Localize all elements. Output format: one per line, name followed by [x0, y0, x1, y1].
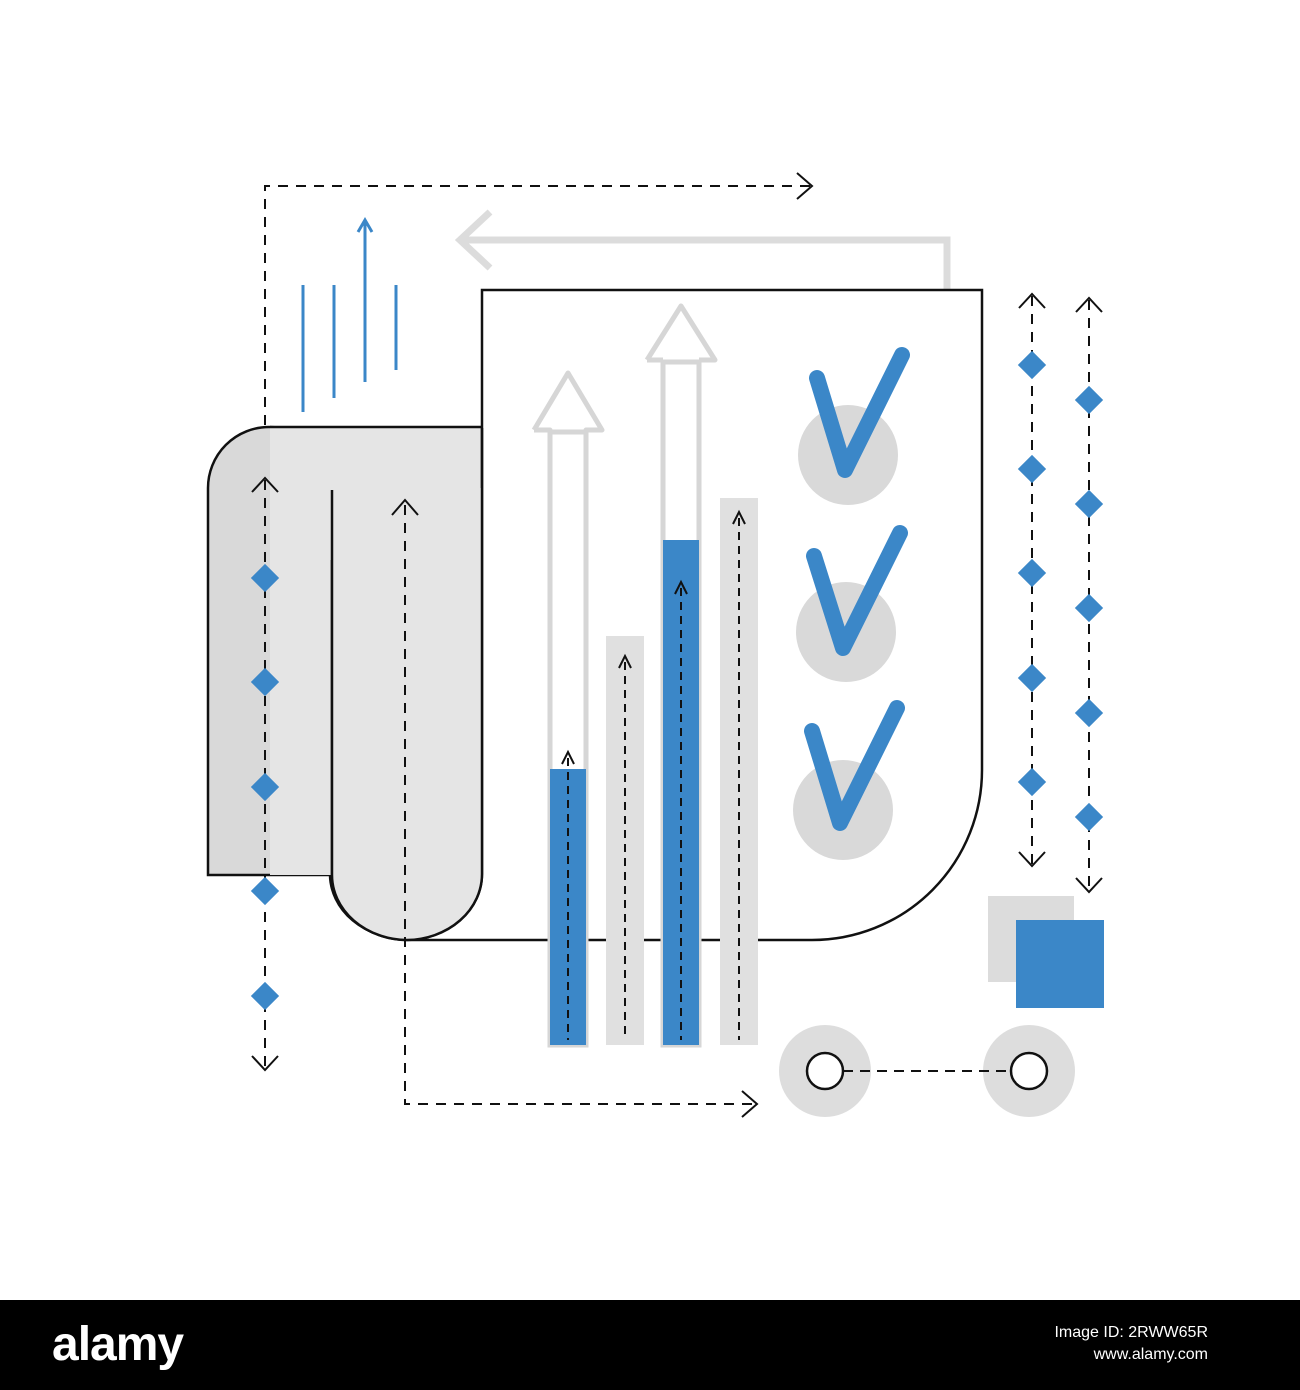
bar-dashed-arrows	[561, 509, 746, 1040]
bar-fill-2	[663, 540, 699, 1045]
diamond-marker-icon	[1017, 350, 1104, 832]
site-url: www.alamy.com	[1093, 1346, 1208, 1363]
node-connector-icon	[779, 1025, 1075, 1117]
diamond-marker-icon	[250, 563, 280, 1011]
document-curl-fill	[331, 488, 482, 940]
bottom-dashed-arrow	[391, 498, 759, 1118]
top-dashed-arrow	[264, 172, 814, 425]
image-id: Image ID: 2RWW65R	[1054, 1324, 1208, 1341]
blue-square	[1016, 920, 1104, 1008]
checklist	[793, 347, 910, 860]
document-analytics-illustration	[206, 172, 1104, 1118]
brand-logo: alamy	[52, 1318, 184, 1371]
footer-bar: alamy Image ID: 2RWW65R www.alamy.com	[0, 1300, 1300, 1390]
right-dashed-tracks	[1018, 292, 1103, 894]
gray-return-arrow	[454, 209, 951, 292]
checkmark-icon	[804, 347, 910, 831]
document-curl-outline	[330, 428, 484, 942]
bar-chart-icon	[531, 303, 758, 1048]
rising-lines-icon	[301, 217, 398, 412]
image-id-block: Image ID: 2RWW65R www.alamy.com	[1054, 1322, 1208, 1366]
